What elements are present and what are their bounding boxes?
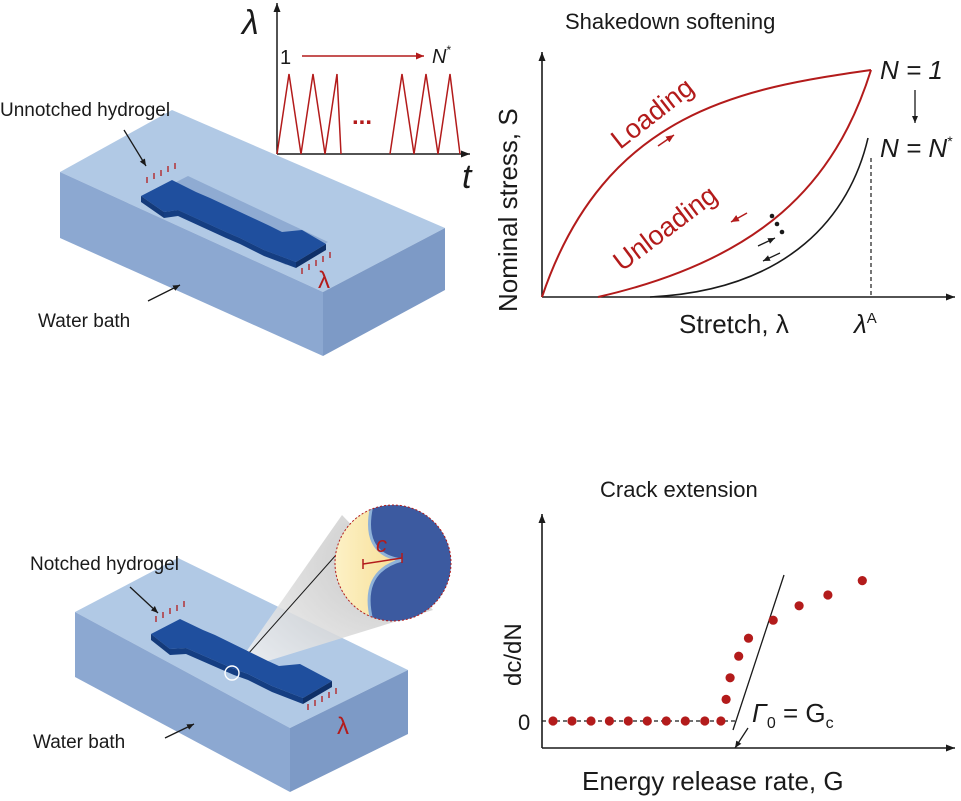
cycle-curve-nstar bbox=[649, 137, 869, 298]
panel-b-y-label: Nominal stress, S bbox=[493, 108, 523, 312]
inset-cycles-right bbox=[389, 73, 461, 155]
clamp-ticks-left bbox=[146, 163, 176, 183]
loading-direction-arrow bbox=[657, 134, 675, 147]
data-point bbox=[586, 716, 596, 726]
panel-d-crack-extension: Crack extension dc/dN Energy release rat… bbox=[500, 477, 955, 796]
clamp-ticks-right bbox=[301, 252, 331, 274]
data-point bbox=[700, 716, 710, 726]
threshold-label: Γ0 = Gc bbox=[752, 698, 834, 732]
pointer-arrow-water-c bbox=[164, 723, 195, 739]
zoom-line bbox=[231, 536, 353, 673]
inset-start-label: 1 bbox=[280, 47, 291, 69]
label-unnotched-hydrogel: Unnotched hydrogel bbox=[0, 100, 170, 121]
clamp-ticks-left-c bbox=[155, 601, 185, 622]
data-point bbox=[661, 716, 671, 726]
bath-side-face-c bbox=[290, 670, 408, 792]
label-water-bath-a: Water bath bbox=[38, 311, 130, 332]
inset-end-label: N* bbox=[432, 43, 451, 68]
data-point bbox=[548, 716, 558, 726]
pointer-arrow-unnotched bbox=[123, 129, 147, 167]
unloading-direction-arrow bbox=[730, 212, 748, 223]
bath-top-face bbox=[60, 110, 445, 292]
panel-c-water-bath: c Notched hydrogel Water bath λ bbox=[30, 504, 452, 792]
crack-length-bar bbox=[362, 557, 403, 565]
panel-d-y-tick-zero: 0 bbox=[518, 710, 530, 735]
inset-loading-history: λ t 1 N* ... bbox=[240, 3, 473, 196]
linear-fit-line bbox=[732, 574, 785, 731]
loading-label: Loading bbox=[605, 72, 699, 155]
crack-length-symbol: c bbox=[376, 532, 387, 557]
reunload-arrow bbox=[762, 252, 781, 262]
data-point bbox=[716, 716, 726, 726]
panel-a-water-bath: Unnotched hydrogel Water bath λ bbox=[0, 100, 445, 356]
crack-tip-zoom: c bbox=[334, 504, 452, 622]
data-point bbox=[857, 576, 867, 586]
pointer-arrow-water-a bbox=[147, 284, 181, 302]
notched-hydrogel-specimen bbox=[151, 619, 332, 704]
loading-curve-n1 bbox=[541, 69, 872, 298]
inset-ellipsis: ... bbox=[352, 103, 372, 130]
bath-side-face bbox=[323, 228, 445, 356]
threshold-arrow bbox=[734, 727, 749, 749]
data-point bbox=[604, 716, 615, 726]
label-water-bath-c: Water bath bbox=[33, 732, 125, 753]
data-point bbox=[734, 651, 744, 661]
data-point bbox=[721, 694, 731, 705]
data-point bbox=[743, 633, 754, 643]
data-point bbox=[642, 716, 652, 726]
panel-b-title: Shakedown softening bbox=[565, 9, 775, 34]
label-n-equals-nstar: N = N* bbox=[880, 133, 953, 163]
label-n-equals-1: N = 1 bbox=[880, 55, 943, 85]
data-point bbox=[768, 615, 778, 625]
bath-front-face-c bbox=[75, 612, 290, 792]
data-point bbox=[680, 716, 690, 726]
inset-y-label: λ bbox=[240, 4, 259, 42]
panel-b-x-tick: λA bbox=[852, 309, 877, 339]
data-point bbox=[725, 673, 735, 683]
data-point bbox=[794, 601, 804, 611]
panel-d-y-label: dc/dN bbox=[500, 623, 527, 686]
panel-d-x-label: Energy release rate, G bbox=[582, 766, 844, 796]
data-point bbox=[623, 716, 633, 726]
unloading-curve-n1 bbox=[597, 69, 872, 298]
inset-x-label: t bbox=[462, 158, 473, 196]
data-point bbox=[567, 716, 577, 726]
inset-cycles-left bbox=[276, 73, 342, 155]
panel-b-x-label: Stretch, λ bbox=[679, 309, 789, 339]
pointer-arrow-notched bbox=[129, 586, 159, 614]
stretch-symbol-a: λ bbox=[318, 267, 330, 294]
cycle-dots bbox=[769, 213, 785, 235]
data-points bbox=[548, 576, 867, 726]
reload-arrow bbox=[757, 237, 776, 247]
stretch-symbol-c: λ bbox=[337, 713, 349, 740]
label-notched-hydrogel: Notched hydrogel bbox=[30, 554, 179, 575]
unnotched-hydrogel-specimen bbox=[141, 180, 326, 268]
data-point bbox=[823, 590, 833, 600]
panel-d-title: Crack extension bbox=[600, 477, 758, 502]
zoom-cone bbox=[232, 515, 433, 672]
clamp-ticks-right-c bbox=[307, 688, 337, 710]
panel-b-shakedown: Shakedown softening Nominal stress, S St… bbox=[493, 9, 955, 339]
notch-highlight-circle bbox=[224, 665, 240, 681]
bath-front-face bbox=[60, 172, 323, 356]
